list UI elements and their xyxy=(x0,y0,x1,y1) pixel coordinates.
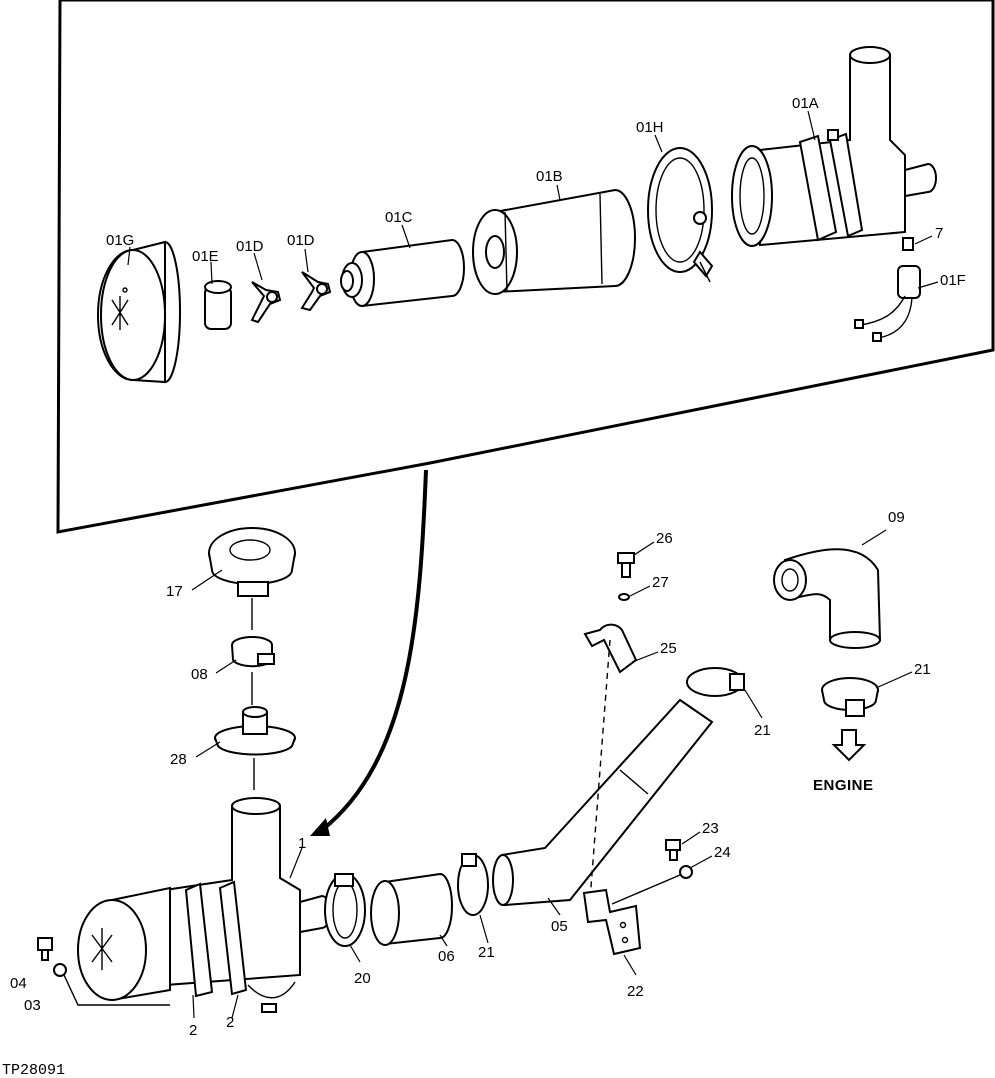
part-28-cap xyxy=(214,706,296,756)
part-01B-primary-element xyxy=(472,188,636,295)
callout-21-b: 21 xyxy=(754,722,771,739)
align-line-24-22 xyxy=(611,874,681,905)
part-01D-wing-nut-b xyxy=(300,271,332,312)
callout-7: 7 xyxy=(935,225,943,242)
part-08-clamp xyxy=(231,636,275,668)
callout-01C: 01C xyxy=(385,209,413,226)
part-01G-end-cover xyxy=(97,240,181,384)
callout-22: 22 xyxy=(627,983,644,1000)
callout-08: 08 xyxy=(191,666,208,683)
part-27-washer xyxy=(618,593,630,601)
inset-pointer-arrow xyxy=(320,469,428,832)
part-01F-switch xyxy=(854,265,921,342)
callout-25: 25 xyxy=(660,640,677,657)
callout-03: 03 xyxy=(24,997,41,1014)
part-1-air-cleaner-assembly xyxy=(77,797,331,1013)
callout-26: 26 xyxy=(656,530,673,547)
part-22-bracket xyxy=(582,888,642,956)
part-21-clamp-a xyxy=(457,853,489,916)
inset-pointer-arrowhead xyxy=(310,818,330,836)
part-05-tube xyxy=(492,698,714,907)
callout-21-c: 21 xyxy=(914,661,931,678)
part-09-elbow-hose xyxy=(773,548,882,649)
callout-2-b: 2 xyxy=(226,1014,234,1031)
callout-20: 20 xyxy=(354,970,371,987)
part-21-clamp-c xyxy=(821,677,879,717)
part-17-precleaner-cap xyxy=(208,527,296,597)
callout-1: 1 xyxy=(298,835,306,852)
part-7-fitting xyxy=(902,237,914,251)
callout-01H: 01H xyxy=(636,119,664,136)
inset-frame xyxy=(56,0,995,534)
part-01H-clamp-band xyxy=(647,147,714,283)
part-25-bracket xyxy=(583,623,638,674)
part-01E-cap xyxy=(204,280,232,330)
part-01C-inner-element xyxy=(340,238,465,308)
callout-17: 17 xyxy=(166,583,183,600)
part-26-bolt xyxy=(617,552,635,578)
callout-01D-b: 01D xyxy=(287,232,315,249)
part-01A-housing xyxy=(731,46,937,247)
callout-06: 06 xyxy=(438,948,455,965)
callout-labels: 01G 01E 01D 01D 01C 01B 01H 01A 7 01F 17… xyxy=(2,95,966,1078)
callout-01B: 01B xyxy=(536,168,563,185)
leader-lines xyxy=(127,110,939,1019)
callout-01A: 01A xyxy=(792,95,819,112)
callout-28: 28 xyxy=(170,751,187,768)
callout-24: 24 xyxy=(714,844,731,861)
callout-01G: 01G xyxy=(106,232,134,249)
callout-04: 04 xyxy=(10,975,27,992)
part-03-washer xyxy=(53,963,67,977)
part-21-clamp-b xyxy=(686,667,745,697)
reference-code: TP28091 xyxy=(2,1062,65,1078)
part-01D-wing-nut-a xyxy=(250,281,282,324)
callout-01F: 01F xyxy=(940,272,966,289)
engine-label: ENGINE xyxy=(813,777,874,794)
part-24-washer xyxy=(679,865,693,879)
part-20-clamp xyxy=(324,873,366,947)
callout-01E: 01E xyxy=(192,248,219,265)
callout-27: 27 xyxy=(652,574,669,591)
callout-23: 23 xyxy=(702,820,719,837)
part-06-hose xyxy=(370,872,453,946)
callout-01D-a: 01D xyxy=(236,238,264,255)
callout-2-a: 2 xyxy=(189,1022,197,1039)
callout-21-a: 21 xyxy=(478,944,495,961)
part-04-bolt xyxy=(37,937,53,961)
engine-direction-arrow xyxy=(831,729,867,762)
callout-09: 09 xyxy=(888,509,905,526)
part-23-bolt xyxy=(665,839,681,861)
callout-05: 05 xyxy=(551,918,568,935)
align-line-03 xyxy=(63,974,170,1006)
